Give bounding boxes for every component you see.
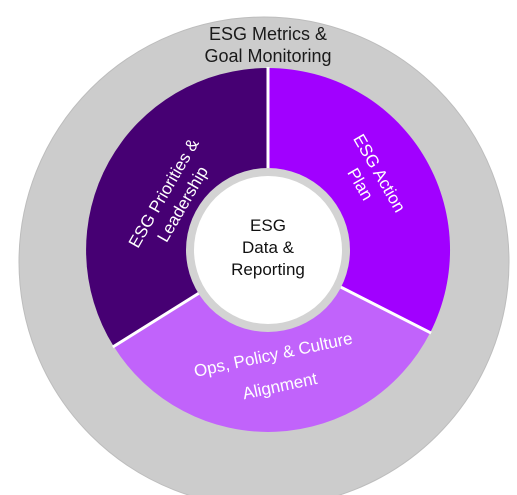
outer-ring-label-line1: ESG Metrics & (209, 24, 327, 44)
center-label-line3: Reporting (231, 260, 305, 279)
outer-ring-label-line2: Goal Monitoring (204, 46, 331, 66)
center-label-line1: ESG (250, 216, 286, 235)
center-label-line2: Data & (242, 238, 295, 257)
center-circle (194, 176, 342, 324)
segment-ops-policy-culture-alignment (113, 250, 431, 432)
